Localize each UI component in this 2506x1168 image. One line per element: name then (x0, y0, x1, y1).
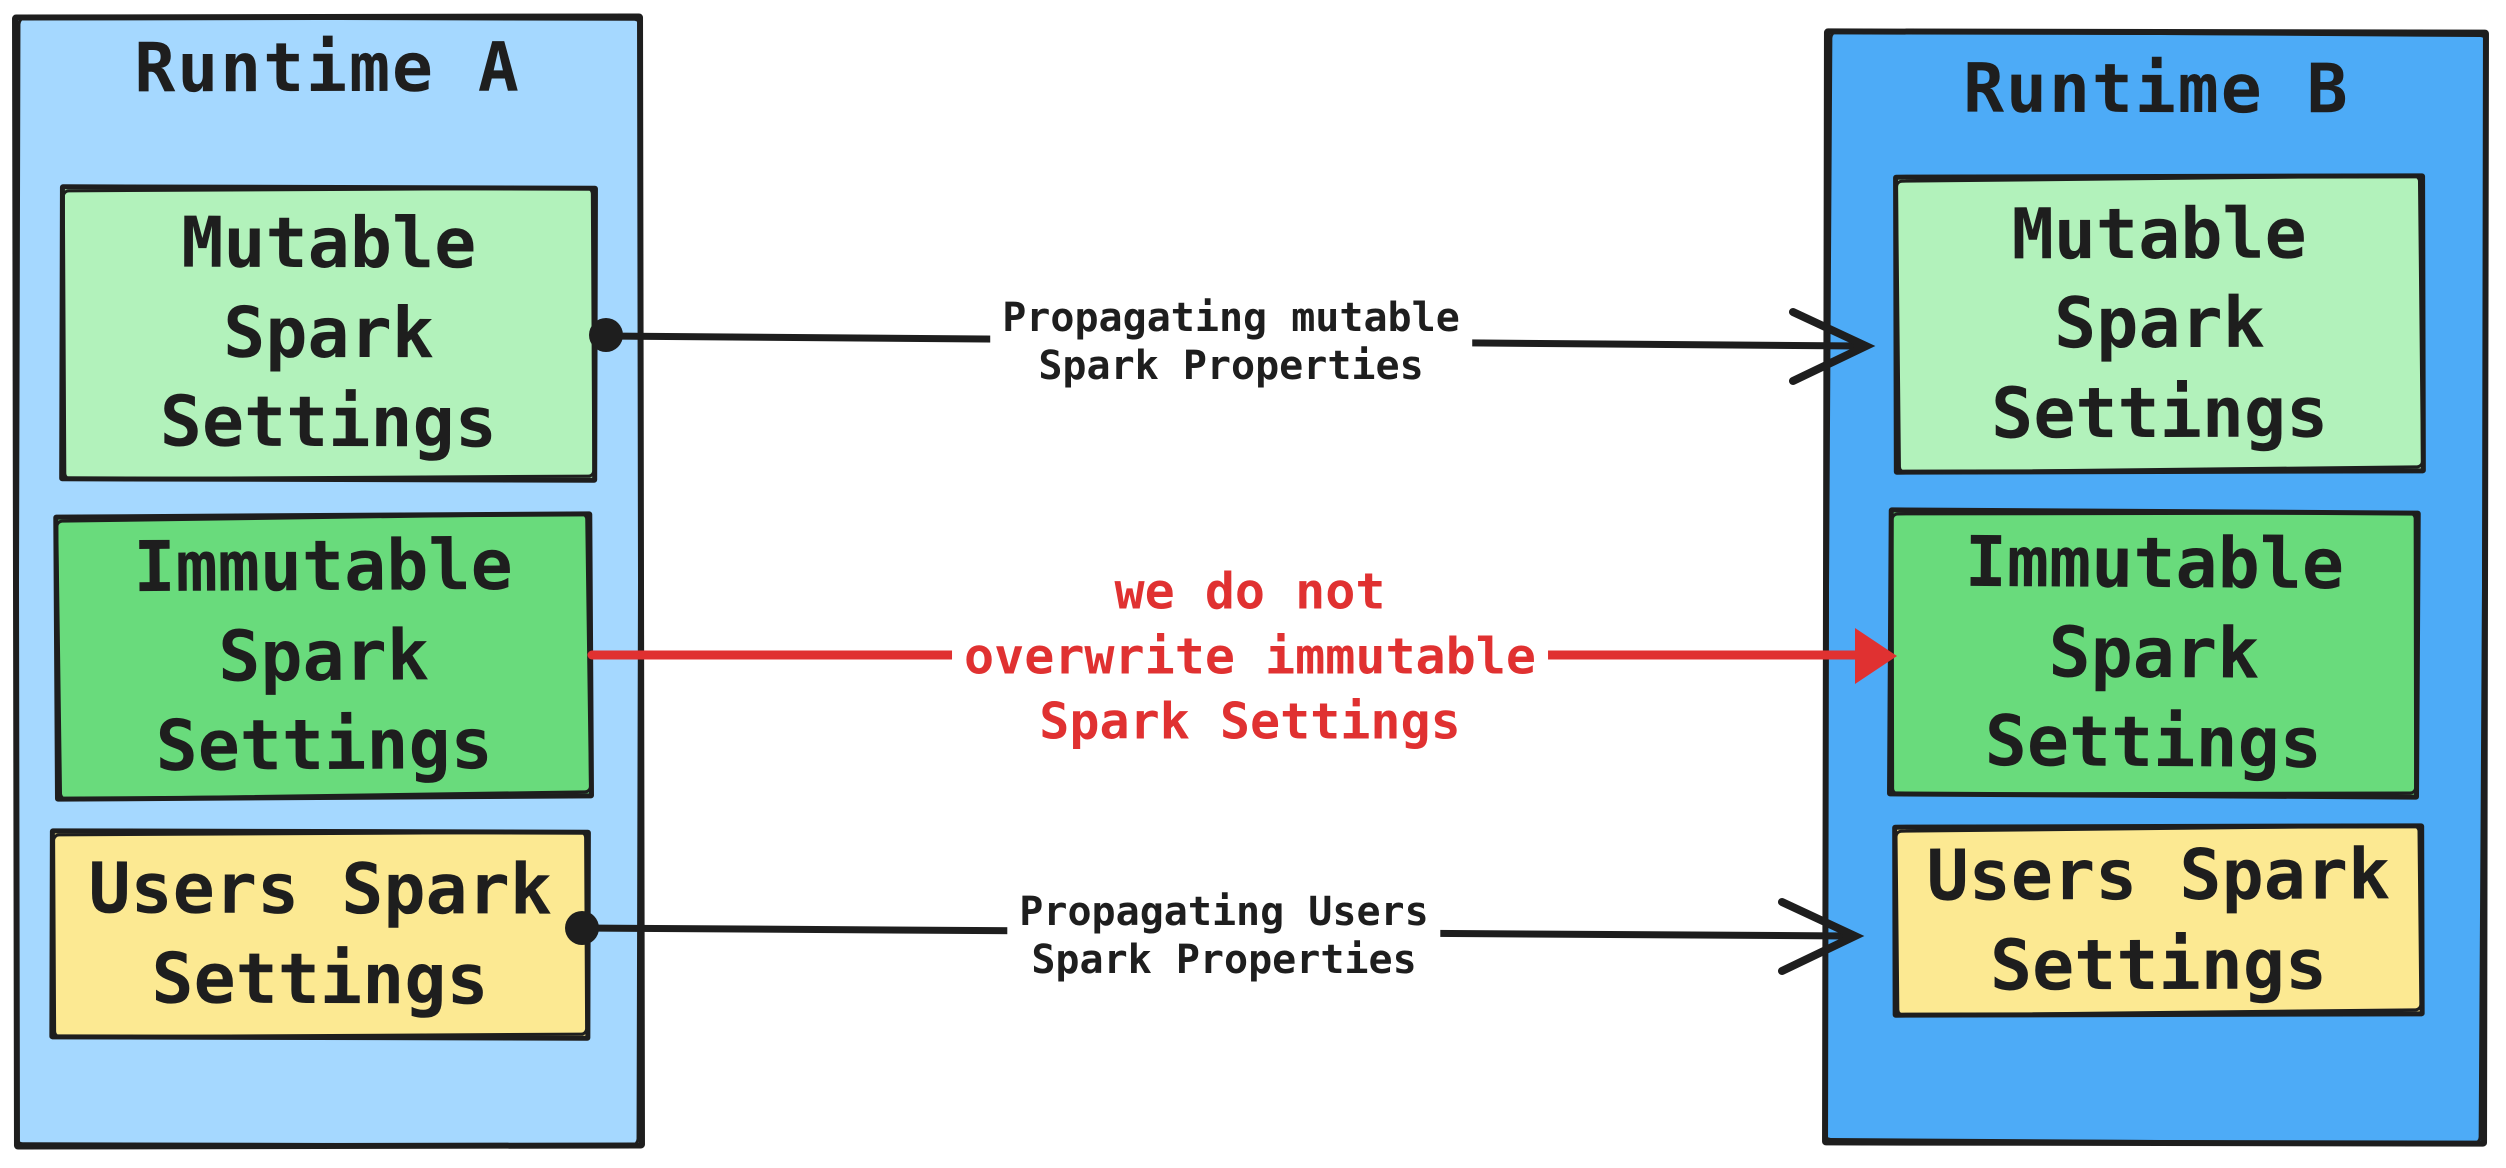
runtime-b-panel: Runtime B Mutable Spark Settings Immutab… (1822, 28, 2489, 1147)
runtime-b-immutable-label: Immutable Spark Settings (1964, 520, 2345, 785)
arrow-label-no-overwrite-immutable: we do not overwrite immutable Spark Sett… (952, 555, 1548, 759)
runtime-b-mutable-spark-settings-box: Mutable Spark Settings (1893, 173, 2426, 475)
runtime-a-users-spark-settings-box: Users Spark Settings (49, 828, 591, 1041)
runtime-b-users-spark-settings-box: Users Spark Settings (1892, 823, 2425, 1018)
runtime-a-panel: Runtime A Mutable Spark Settings Immutab… (12, 13, 645, 1150)
runtime-a-mutable-spark-settings-box: Mutable Spark Settings (59, 184, 598, 483)
arrow-label-propagate-users: Propagating Users Spark Properties (1007, 884, 1441, 988)
runtime-a-mutable-label: Mutable Spark Settings (159, 201, 498, 464)
runtime-a-immutable-spark-settings-box: Immutable Spark Settings (53, 511, 595, 802)
runtime-a-title: Runtime A (134, 28, 521, 109)
runtime-b-immutable-spark-settings-box: Immutable Spark Settings (1887, 507, 2421, 800)
runtime-b-mutable-label: Mutable Spark Settings (1991, 192, 2329, 455)
runtime-a-immutable-label: Immutable Spark Settings (133, 523, 513, 788)
runtime-b-title: Runtime B (1963, 49, 2350, 130)
runtime-b-users-label: Users Spark Settings (1926, 833, 2391, 1006)
runtime-a-users-label: Users Spark Settings (88, 847, 553, 1020)
arrow-label-propagate-mutable: Propagating mutable Spark Properties (990, 290, 1472, 394)
